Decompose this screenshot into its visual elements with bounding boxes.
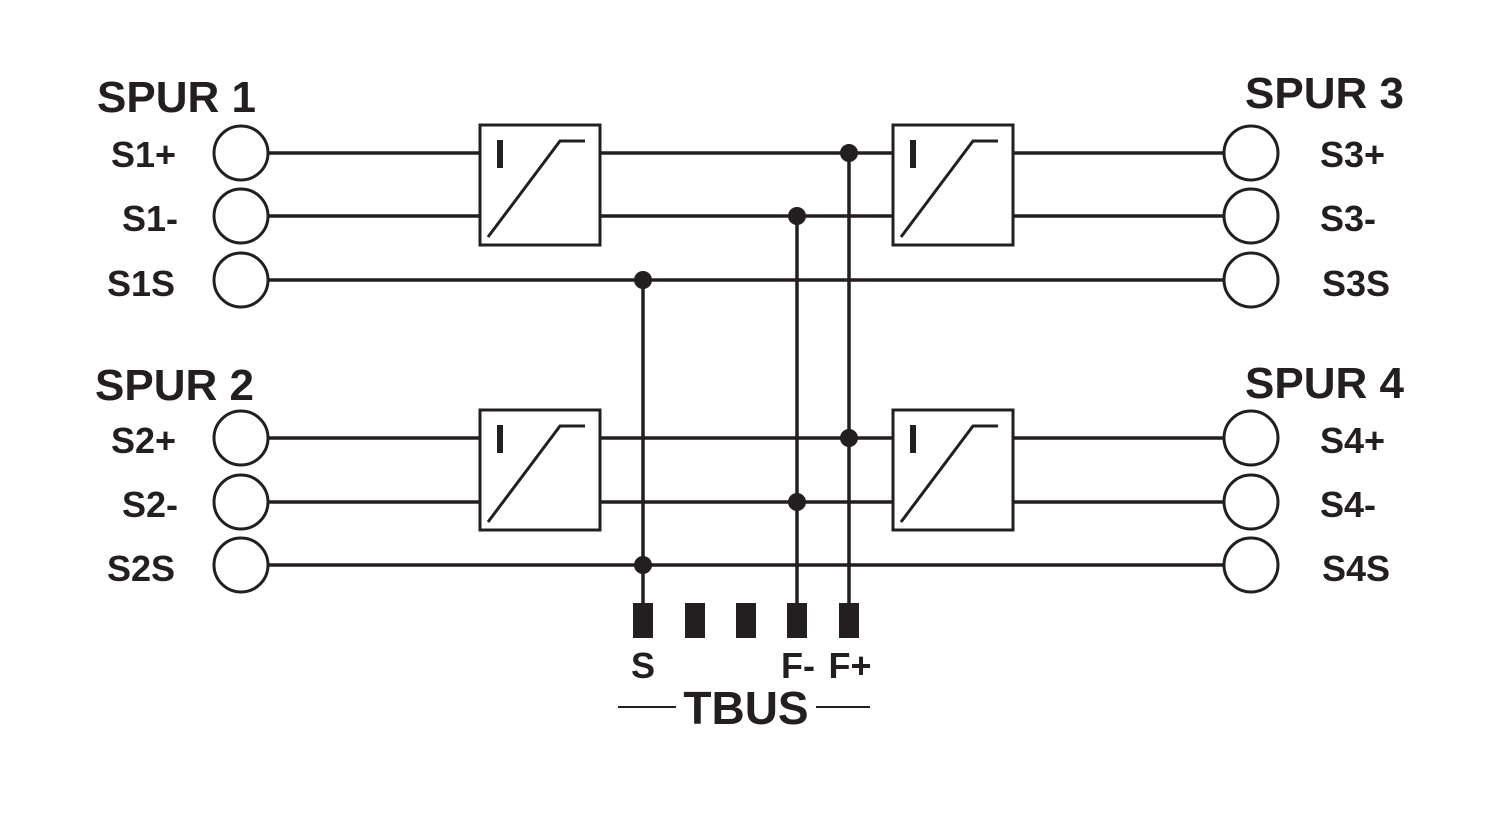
terminal-s3-minus <box>1222 187 1280 245</box>
label-s4s: S4S <box>1322 548 1390 589</box>
current-limiter-spur3 <box>891 123 1015 247</box>
spur4-title: SPUR 4 <box>1245 359 1404 408</box>
terminal-s2-plus <box>212 409 270 467</box>
spur3-title: SPUR 3 <box>1245 69 1404 118</box>
limiter-box <box>478 123 602 247</box>
terminal-s1-minus <box>212 187 270 245</box>
label-s2-minus: S2- <box>122 484 178 525</box>
terminals-left <box>212 124 270 594</box>
terminal-s2-minus <box>212 473 270 531</box>
tbus-pin <box>736 603 756 638</box>
junction-dot <box>634 556 652 574</box>
junction-dot <box>788 493 806 511</box>
terminals-right <box>1222 124 1280 594</box>
junction-dot <box>788 207 806 225</box>
label-s4-plus: S4+ <box>1320 420 1385 461</box>
label-s1-minus: S1- <box>122 198 178 239</box>
terminal-s3-plus <box>1222 124 1280 182</box>
current-limit-curve-icon <box>486 139 585 238</box>
label-s3s: S3S <box>1322 263 1390 304</box>
label-s4-minus: S4- <box>1320 484 1376 525</box>
spur2-title: SPUR 2 <box>95 361 254 410</box>
terminal-s4-plus <box>1222 409 1280 467</box>
terminal-s3s <box>1222 251 1280 309</box>
tbus-title: TBUS <box>683 682 808 734</box>
terminal-s4-minus <box>1222 473 1280 531</box>
terminal-s1s <box>212 251 270 309</box>
label-s1-plus: S1+ <box>111 134 176 175</box>
label-s3-plus: S3+ <box>1320 134 1385 175</box>
current-limit-curve-icon <box>899 424 998 523</box>
junction-dot <box>840 144 858 162</box>
current-limiter-spur2 <box>478 408 602 532</box>
label-s3-minus: S3- <box>1320 198 1376 239</box>
tbus-pin-label-s: S <box>631 645 655 686</box>
terminal-s1-plus <box>212 124 270 182</box>
tbus-connector <box>633 603 859 638</box>
junction-dot <box>634 271 652 289</box>
label-s2-plus: S2+ <box>111 420 176 461</box>
tbus-pin-f-plus <box>839 603 859 638</box>
current-limiter-spur1 <box>478 123 602 247</box>
current-limit-curve-icon <box>899 139 998 238</box>
junction-dot <box>840 429 858 447</box>
tbus-pin-s <box>633 603 653 638</box>
tbus-pin-f-minus <box>787 603 807 638</box>
current-limit-curve-icon <box>486 424 585 523</box>
tbus-pin-label-f-plus: F+ <box>828 645 871 686</box>
wires <box>268 151 1225 608</box>
spur1-title: SPUR 1 <box>97 73 256 122</box>
current-limiter-spur4 <box>891 408 1015 532</box>
terminal-s2s <box>212 536 270 594</box>
junctions <box>634 144 858 574</box>
tbus-pin-label-f-minus: F- <box>781 645 815 686</box>
label-s1s: S1S <box>107 263 175 304</box>
terminal-s4s <box>1222 536 1280 594</box>
tbus-pin <box>685 603 705 638</box>
label-s2s: S2S <box>107 548 175 589</box>
